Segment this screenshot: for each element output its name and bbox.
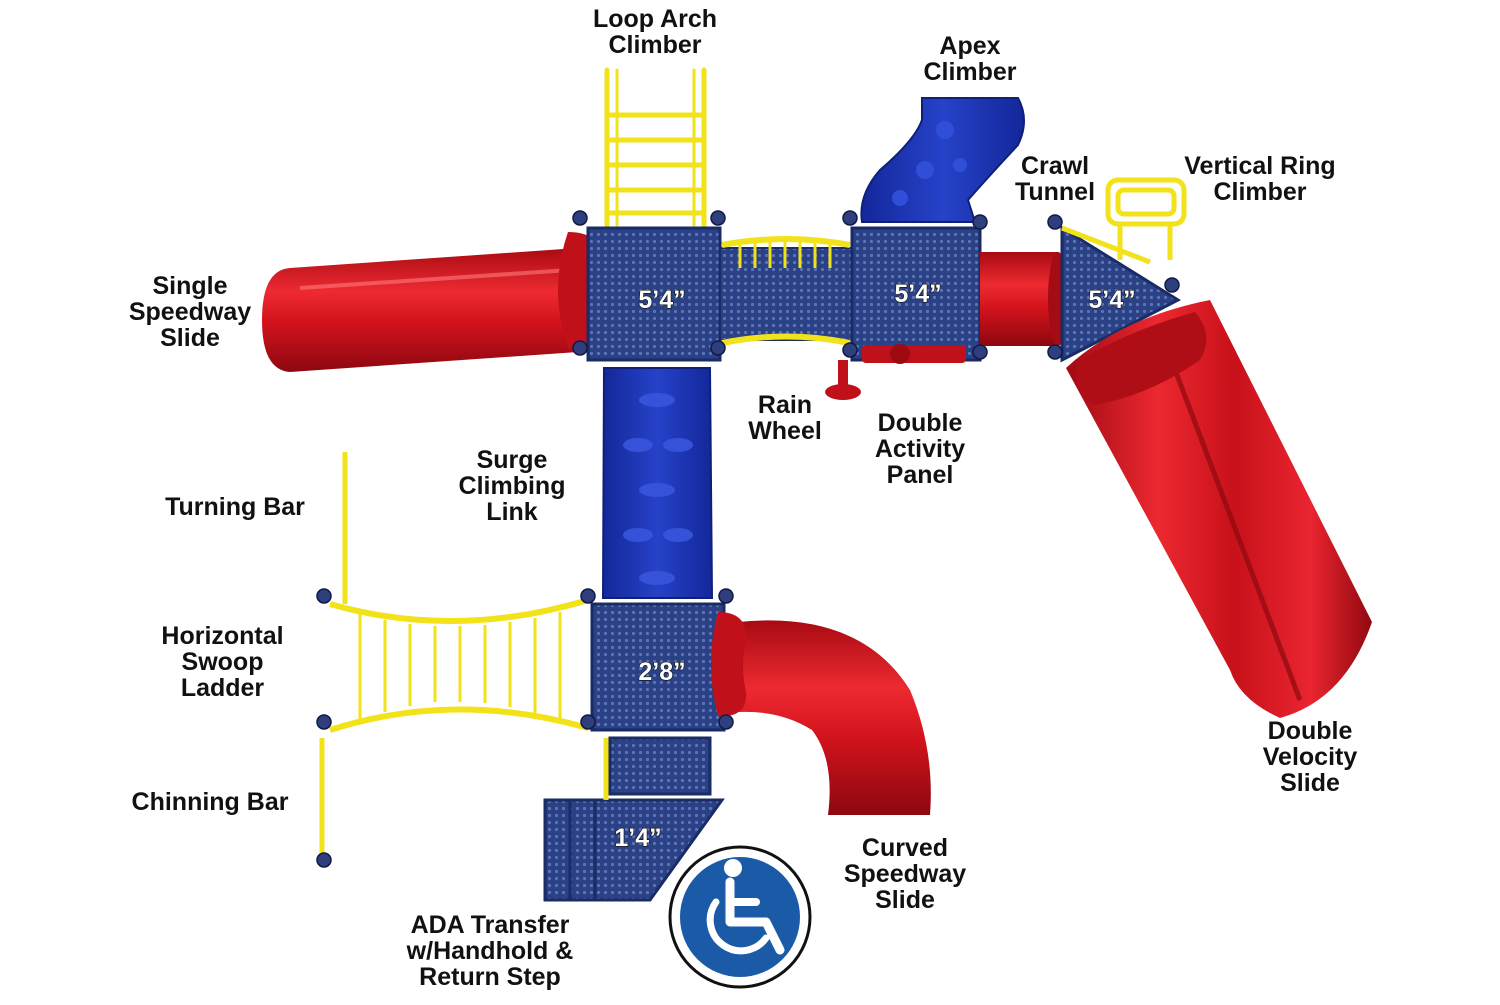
- deck-left-height: 5’4”: [638, 286, 685, 314]
- double-velocity-slide: [1066, 300, 1372, 718]
- post-caps: [316, 210, 1180, 868]
- apex-climber: [860, 97, 1025, 223]
- label-ada-transfer: ADA Transfer w/Handhold & Return Step: [406, 911, 574, 991]
- horizontal-swoop-ladder: [329, 597, 589, 733]
- double-activity-panel: [862, 344, 966, 364]
- rain-wheel: [825, 360, 861, 400]
- label-rain-wheel: Rain Wheel: [748, 391, 822, 445]
- label-horizontal-swoop-ladder: Horizontal Swoop Ladder: [161, 622, 284, 702]
- label-single-speedway-slide: Single Speedway Slide: [128, 272, 252, 352]
- label-chinning-bar: Chinning Bar: [131, 788, 289, 816]
- label-turning-bar: Turning Bar: [165, 493, 305, 521]
- single-speedway-slide: [262, 232, 601, 372]
- label-apex-climber: Apex Climber: [923, 32, 1017, 86]
- deck-left: 5’4”: [586, 226, 722, 362]
- deck-transfer-height: 1’4”: [614, 824, 661, 852]
- label-double-velocity-slide: Double Velocity Slide: [1262, 717, 1358, 797]
- label-double-activity-panel: Double Activity Panel: [874, 409, 966, 489]
- deck-lower-height: 2’8”: [638, 658, 685, 686]
- deck-transfer: 1’4”: [543, 736, 725, 902]
- vertical-ring-climber: [1105, 177, 1187, 260]
- deck-right: 5’4”: [1060, 225, 1182, 363]
- loop-arch-climber: [604, 67, 707, 228]
- deck-right-height: 5’4”: [1088, 286, 1135, 314]
- bridge: [719, 236, 853, 346]
- deck-lower: 2’8”: [590, 602, 726, 732]
- deck-middle: 5’4”: [850, 226, 982, 362]
- label-surge-climbing-link: Surge Climbing Link: [458, 446, 566, 526]
- label-curved-speedway-slide: Curved Speedway Slide: [843, 834, 967, 914]
- surge-climbing-link: [601, 367, 714, 599]
- wheelchair-accessibility-icon: [668, 845, 812, 989]
- curved-speedway-slide: [711, 612, 931, 815]
- label-loop-arch-climber: Loop Arch Climber: [592, 5, 718, 59]
- deck-middle-height: 5’4”: [894, 280, 941, 308]
- label-crawl-tunnel: Crawl Tunnel: [1014, 152, 1096, 206]
- label-vertical-ring-climber: Vertical Ring Climber: [1184, 152, 1336, 206]
- crawl-tunnel: [980, 252, 1068, 346]
